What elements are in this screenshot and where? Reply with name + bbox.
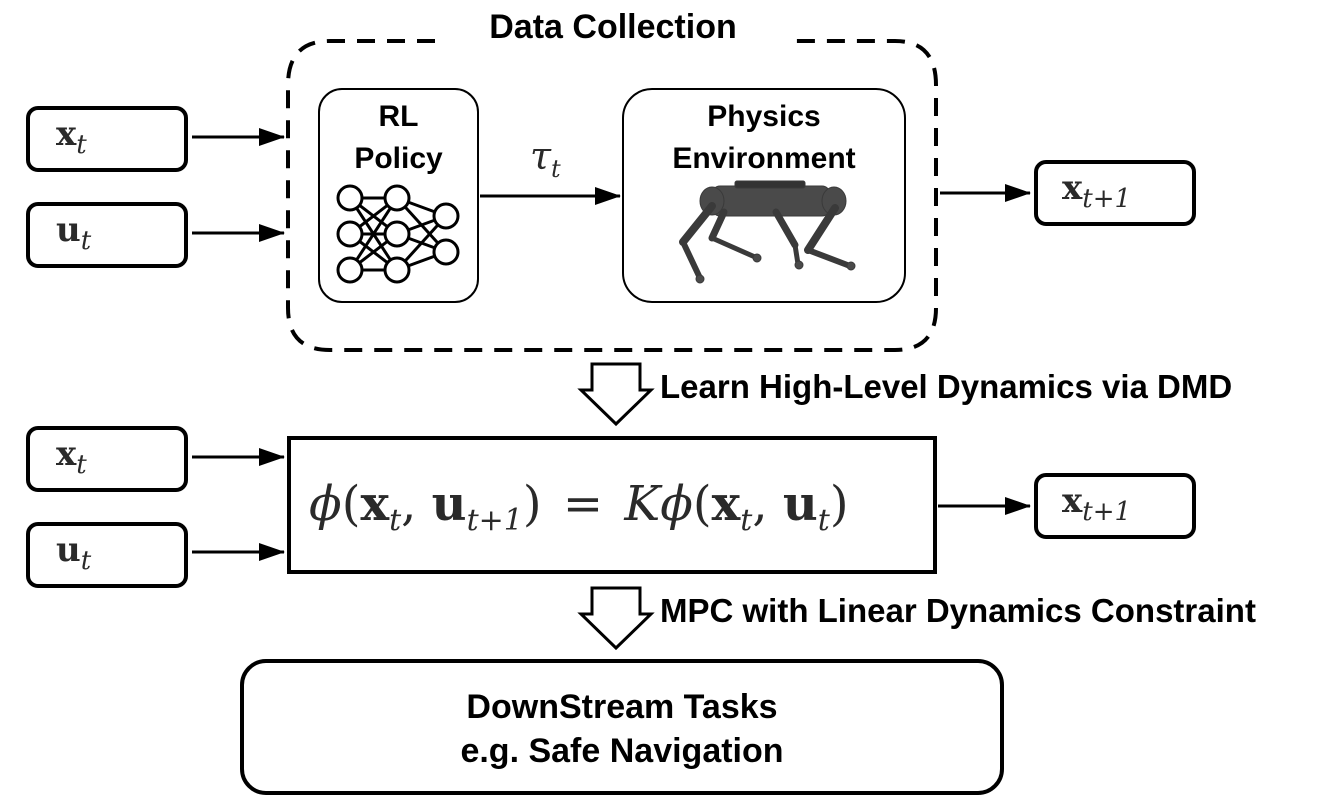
xt1-label-middle: xt+1 [1062, 481, 1132, 527]
data-collection-title: Data Collection [489, 8, 737, 46]
ut-label: ut [56, 210, 92, 256]
xt-label: xt [56, 114, 87, 160]
output-xt1-box-top: xt+1 [1034, 160, 1196, 226]
rl-policy-line2: Policy [354, 142, 443, 175]
physics-environment-box: Physics Environment [622, 88, 906, 303]
physics-env-line2: Environment [672, 142, 856, 175]
hollow-down-arrow-2 [577, 586, 655, 651]
physics-env-line1: Physics [707, 100, 821, 133]
hollow-down-arrow-1 [577, 362, 655, 427]
data-collection-dashed-border [286, 39, 938, 352]
rl-policy-line1: RL [378, 100, 419, 133]
quadruped-robot-icon [679, 180, 856, 284]
xt-label-middle: xt [56, 434, 87, 480]
step1-label: Learn High-Level Dynamics via DMD [660, 368, 1233, 405]
dmd-equation-box: ϕ(xt, ut+1) = Kϕ(xt, ut) [287, 436, 937, 574]
torque-label: τt [530, 134, 561, 183]
downstream-line1: DownStream Tasks [466, 688, 778, 726]
input-ut-box-middle: ut [26, 522, 188, 588]
dmd-equation: ϕ(xt, ut+1) = Kϕ(xt, ut) [309, 476, 849, 538]
neural-network-icon [336, 184, 460, 284]
rl-policy-box: RL Policy [318, 88, 479, 303]
input-xt-box: xt [26, 106, 188, 172]
xt1-label-top: xt+1 [1062, 168, 1132, 214]
input-ut-box: ut [26, 202, 188, 268]
downstream-tasks-box: DownStream Tasks e.g. Safe Navigation [240, 659, 1004, 795]
ut-label-middle: ut [56, 530, 92, 576]
downstream-line2: e.g. Safe Navigation [460, 732, 784, 770]
output-xt1-box-middle: xt+1 [1034, 473, 1196, 539]
step2-label: MPC with Linear Dynamics Constraint [660, 592, 1256, 629]
input-xt-box-middle: xt [26, 426, 188, 492]
